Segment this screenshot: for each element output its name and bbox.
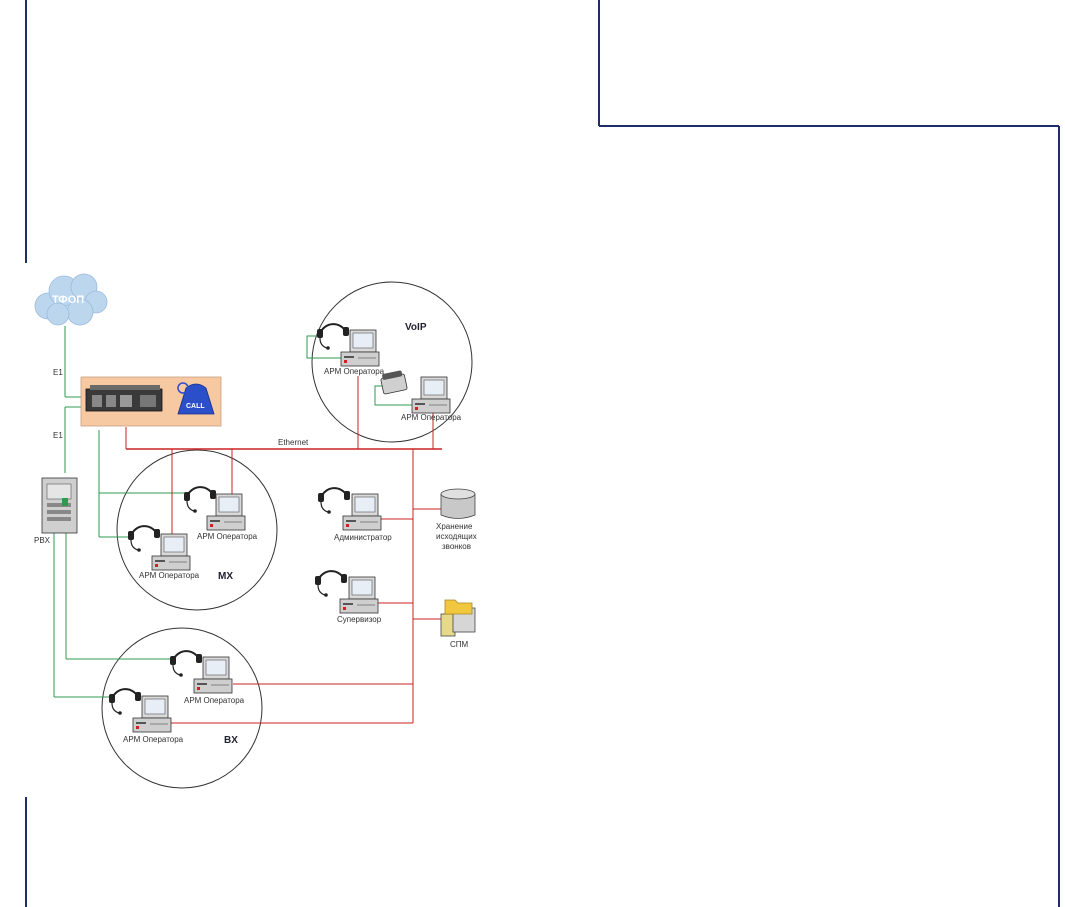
voip-zone-label: VoIP — [405, 322, 427, 333]
headset-icon — [108, 688, 142, 716]
e1-label-top: E1 — [53, 368, 63, 377]
server-folder-icon — [440, 599, 476, 637]
headset-icon — [316, 323, 350, 351]
svg-text:CALL: CALL — [186, 403, 205, 410]
server-label: СПМ — [450, 640, 469, 649]
admin-label: Администратор — [334, 533, 392, 542]
bell-logo-icon: CALL — [177, 382, 215, 415]
supervisor-workstation: Супервизор — [314, 570, 382, 624]
bx-ws2-label: АРМ Оператора — [123, 735, 184, 744]
voip-ws1-label: АРМ Оператора — [324, 367, 385, 376]
headset-icon — [314, 570, 348, 598]
storage-label-3: звонков — [442, 542, 471, 551]
computer-icon — [206, 493, 246, 531]
voip-workstation-2: АРМ Оператора — [380, 370, 462, 422]
storage-label-2: исходящих — [436, 532, 477, 541]
mx-workstation-2: АРМ Оператора — [127, 525, 200, 580]
bx-workstation-1: АРМ Оператора — [169, 650, 245, 705]
computer-icon — [132, 695, 172, 733]
call-gateway-device: CALL — [80, 376, 222, 427]
mx-ws1-label: АРМ Оператора — [197, 532, 258, 541]
supervisor-label: Супервизор — [337, 615, 382, 624]
voip-workstation-1: АРМ Оператора — [316, 323, 385, 376]
e1-label-bottom: E1 — [53, 431, 63, 440]
headset-icon — [183, 486, 217, 514]
computer-icon — [411, 376, 451, 414]
computer-icon — [151, 533, 191, 571]
headset-icon — [169, 650, 203, 678]
pstn-label: ТФОП — [52, 294, 84, 306]
voip-ws2-label: АРМ Оператора — [401, 413, 462, 422]
mx-zone-label: MX — [218, 571, 233, 582]
pstn-cloud: ТФОП — [34, 273, 108, 326]
voip-zone-circle — [311, 281, 473, 443]
bx-zone-label: BX — [224, 735, 238, 746]
pbx-device: PBX — [34, 477, 78, 545]
ethernet-label: Ethernet — [278, 438, 309, 447]
pbx-label: PBX — [34, 536, 51, 545]
ethernet-links — [125, 376, 442, 724]
ip-phone-icon — [380, 370, 408, 395]
mx-zone-circle — [116, 449, 278, 611]
headset-icon — [317, 487, 351, 515]
database-icon — [440, 488, 476, 519]
storage-label-1: Хранение — [436, 522, 473, 531]
headset-icon — [127, 525, 161, 553]
bx-ws1-label: АРМ Оператора — [184, 696, 245, 705]
bx-workstation-2: АРМ Оператора — [108, 688, 184, 744]
mx-ws2-label: АРМ Оператора — [139, 571, 200, 580]
page-frame — [25, 0, 1060, 907]
mx-workstation-1: АРМ Оператора — [183, 486, 258, 541]
admin-workstation: Администратор — [317, 487, 392, 542]
bx-zone-circle — [101, 627, 263, 789]
